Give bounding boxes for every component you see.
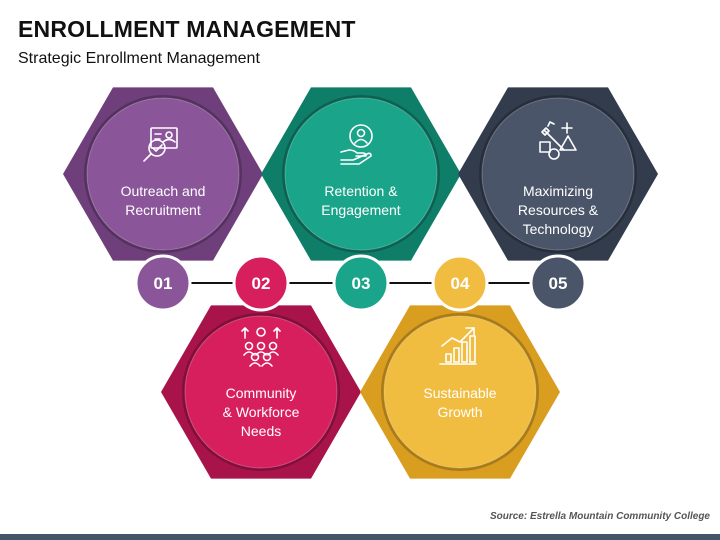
step-label-line: Community (226, 385, 297, 401)
step-number: 05 (549, 274, 568, 293)
step-label-line: Sustainable (423, 385, 496, 401)
step-label-line: Retention & (324, 183, 398, 199)
page-title: ENROLLMENT MANAGEMENT (18, 16, 356, 42)
step-number-badge: 01 (134, 254, 192, 312)
page-subtitle: Strategic Enrollment Management (18, 50, 260, 67)
step-label-line: Resources & (518, 202, 599, 218)
step-circle (383, 315, 537, 469)
recruitment-icon (143, 127, 178, 162)
step-label-line: Growth (437, 404, 482, 420)
step-number: 01 (154, 274, 173, 293)
step-number-badge: 03 (332, 254, 390, 312)
step-label-line: Needs (241, 423, 281, 439)
step-label-line: Outreach and (121, 183, 206, 199)
step-label-line: Recruitment (125, 202, 201, 218)
community-icon (241, 327, 281, 367)
step-label-line: Engagement (321, 202, 401, 218)
growth-icon (439, 327, 477, 365)
step-number-badge: 05 (529, 254, 587, 312)
step-number: 04 (451, 274, 470, 293)
bottom-bar (0, 534, 720, 540)
step-number: 02 (252, 274, 271, 293)
step-label-line: Technology (523, 221, 594, 237)
step-circle (86, 97, 240, 251)
step-circle (184, 315, 338, 469)
source-note: Source: Estrella Mountain Community Coll… (489, 511, 710, 522)
step-circle (481, 97, 635, 251)
step-03: Retention & Engagement (261, 87, 461, 261)
retention-icon (340, 124, 373, 165)
step-label-line: Maximizing (523, 183, 593, 199)
step-circle (284, 97, 438, 251)
technology-icon (539, 121, 577, 160)
step-number-badge: 04 (431, 254, 489, 312)
step-label-line: & Workforce (223, 404, 300, 420)
step-number: 03 (352, 274, 371, 293)
step-number-badge: 02 (232, 254, 290, 312)
